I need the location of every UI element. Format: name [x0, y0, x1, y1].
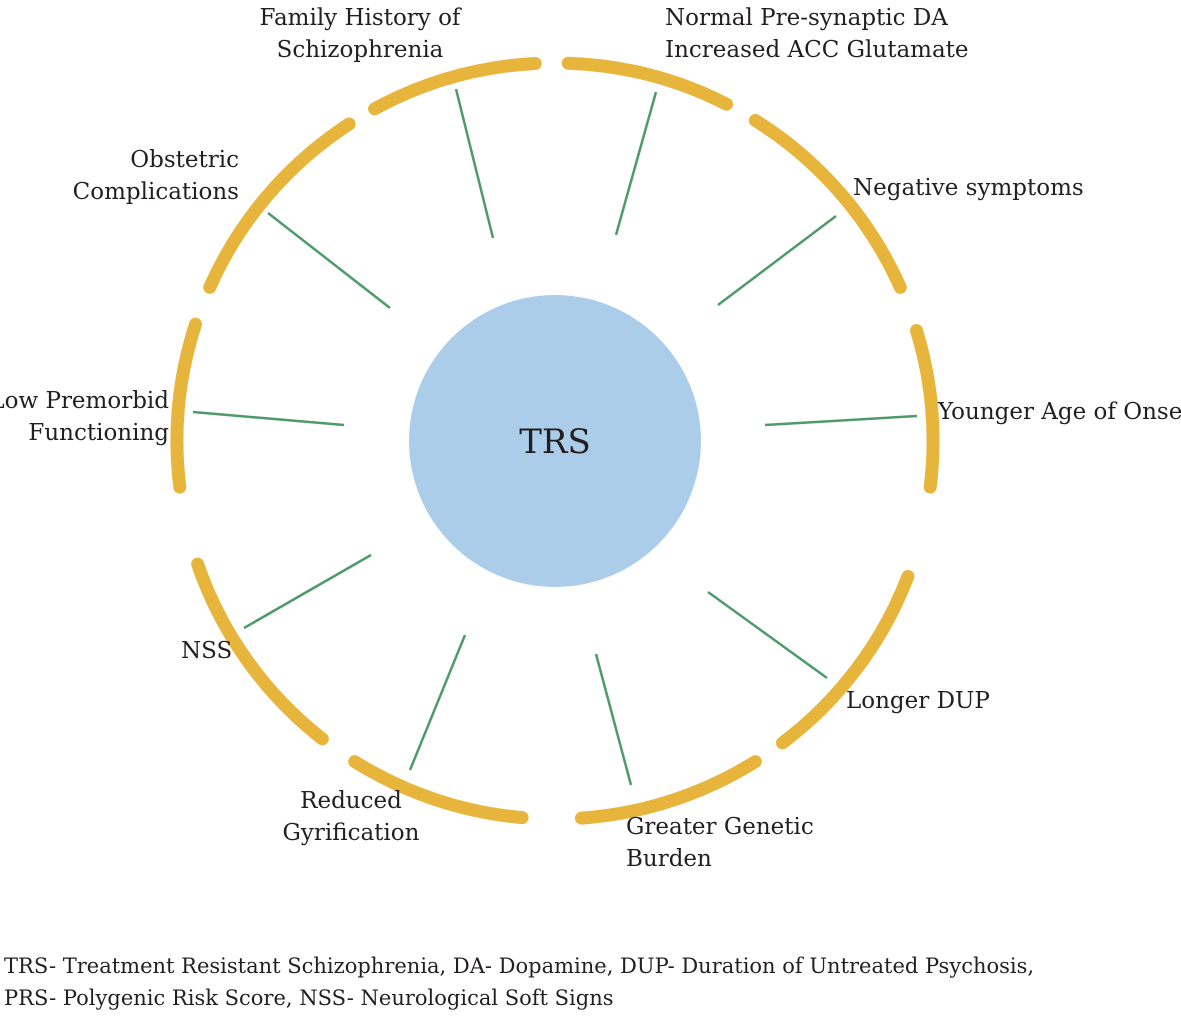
spoke-reduced-gyrification [408, 634, 467, 771]
label-younger-onset: Younger Age of Onset [937, 399, 1181, 425]
label-obstetric-line-1: Obstetric [130, 147, 239, 173]
arc-segment-younger-onset [910, 324, 940, 494]
label-genetic-burden-line-2: Burden [626, 846, 712, 872]
label-family-history: Family History of Schizophrenia [260, 5, 462, 63]
label-negative-symptoms: Negative symptoms [853, 175, 1084, 201]
label-obstetric-line-2: Complications [73, 179, 239, 205]
label-family-history-line-1: Family History of [260, 5, 462, 31]
label-longer-dup-line-1: Longer DUP [846, 688, 990, 714]
spoke-obstetric [267, 212, 391, 309]
trs-diagram: TRS Family History of Schizophrenia Normal… [0, 5, 1181, 872]
label-nss-line-1: NSS [181, 638, 232, 664]
center-circle [409, 295, 701, 587]
spoke-nss [243, 553, 372, 630]
label-longer-dup: Longer DUP [846, 688, 990, 714]
arc-segment-family-history [368, 57, 542, 116]
arc-segment-reduced-gyrification [348, 755, 529, 825]
arc-segment-low-premorbid [170, 317, 202, 494]
arc-segment-genetic-burden [574, 755, 762, 825]
label-negative-symptoms-line-1: Negative symptoms [853, 175, 1084, 201]
factor-labels: Family History of Schizophrenia Normal Pre… [0, 5, 1181, 872]
spoke-younger-onset [764, 414, 918, 427]
label-dopamine-glutamate: Normal Pre-synaptic DA Increased ACC Glut… [665, 5, 969, 63]
label-nss: NSS [181, 638, 232, 664]
label-low-premorbid-line-1: Low Premorbid [0, 388, 169, 414]
footnote-line-1: TRS- Treatment Resistant Schizophrenia, … [4, 954, 1035, 978]
spoke-longer-dup [707, 590, 828, 680]
label-younger-onset-line-1: Younger Age of Onset [937, 399, 1181, 425]
label-dopamine-glutamate-line-1: Normal Pre-synaptic DA [665, 5, 948, 31]
arc-segment-obstetric [203, 117, 356, 294]
spoke-lines [192, 88, 918, 786]
label-dopamine-glutamate-line-2: Increased ACC Glutamate [665, 37, 969, 63]
spoke-family-history [454, 88, 495, 239]
arc-ring [170, 56, 940, 825]
label-reduced-gyrification-line-2: Gyrification [283, 820, 420, 846]
footnote: TRS- Treatment Resistant Schizophrenia, … [4, 950, 1174, 1014]
footnote-line-2: PRS- Polygenic Risk Score, NSS- Neurolog… [4, 986, 614, 1010]
arc-segment-longer-dup [776, 570, 915, 750]
arc-segment-negative-symptoms [748, 113, 907, 294]
spoke-low-premorbid [192, 410, 345, 427]
center-label: TRS [519, 422, 591, 462]
spoke-genetic-burden [594, 653, 633, 786]
arc-segment-nss [191, 557, 329, 746]
label-family-history-line-2: Schizophrenia [277, 37, 444, 63]
label-reduced-gyrification-line-1: Reduced [300, 788, 402, 814]
arc-segment-dopamine-glutamate [561, 56, 734, 111]
label-genetic-burden-line-1: Greater Genetic [626, 814, 814, 840]
spoke-dopamine-glutamate [614, 91, 658, 236]
label-low-premorbid-line-2: Functioning [28, 420, 169, 446]
spoke-negative-symptoms [717, 215, 837, 306]
